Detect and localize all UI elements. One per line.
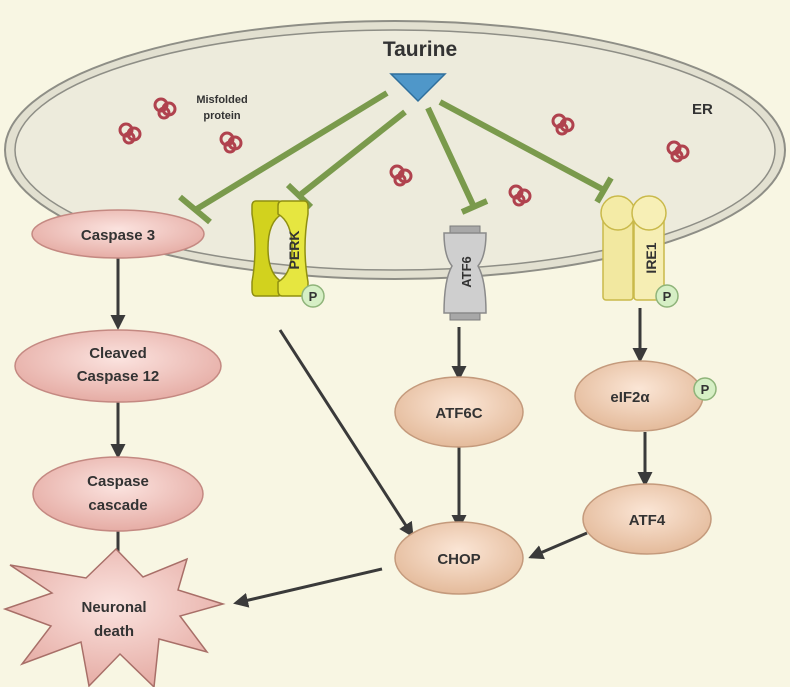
taurine-label: Taurine [383, 38, 457, 61]
node-caspase-cascade [32, 456, 204, 532]
misfolded-protein-icon [118, 122, 142, 145]
arrow-atf4-to-chop [528, 531, 588, 560]
eif2a-label: eIF2α [610, 389, 650, 406]
misfolded-protein-icon [389, 164, 413, 187]
taurine-triangle [389, 73, 447, 103]
activation-arrows [110, 258, 653, 608]
node-atf6c [394, 376, 524, 448]
caspase-cascade-label-line1: Caspase [87, 473, 149, 490]
misfolded-protein-label-line2: protein [203, 110, 241, 122]
misfolded-protein-icon [219, 131, 243, 154]
misfolded-protein-icon [508, 184, 532, 207]
atf4-label: ATF4 [629, 512, 666, 529]
inhibition-bar-atf6 [460, 198, 489, 215]
atf6-label: ATF6 [459, 256, 474, 288]
eif2a-phospho-label: P [701, 382, 710, 397]
ire1-receptor [600, 195, 667, 301]
eif2a-phospho-badge [693, 377, 717, 401]
inhibition-bar-ire1 [594, 176, 614, 204]
neuronal-death-label-line2: death [94, 623, 134, 640]
misfolded-proteins [118, 97, 690, 207]
node-caspase3 [31, 209, 205, 259]
atf6-receptor [443, 225, 487, 321]
inhibition-caspase3 [193, 90, 389, 213]
node-atf4 [582, 483, 712, 555]
inhibition-ire1 [438, 99, 606, 193]
ire1-label: IRE1 [643, 242, 659, 273]
inhibition-lines [178, 90, 614, 225]
node-chop [394, 521, 524, 595]
ire1-phospho-label: P [663, 289, 672, 304]
caspase3-label: Caspase 3 [81, 227, 155, 244]
cleaved-caspase12-label-line1: Cleaved [89, 345, 147, 362]
arrow-chop-to-death [233, 567, 383, 608]
misfolded-protein-icon [551, 113, 575, 136]
inhibition-atf6 [425, 106, 477, 209]
misfolded-protein-label-line1: Misfolded [196, 94, 247, 106]
perk-phospho-label: P [309, 289, 318, 304]
node-cleaved-caspase12 [14, 329, 222, 403]
misfolded-protein-icon [666, 140, 690, 163]
inhibition-perk [298, 109, 407, 198]
perk-label: PERK [286, 231, 302, 270]
ire1-phospho-badge [655, 284, 679, 308]
perk-phospho-badge [301, 284, 325, 308]
arrow-perk-to-chop [278, 329, 414, 538]
node-neuronal-death [2, 547, 226, 687]
misfolded-protein-icon [153, 97, 177, 120]
atf6c-label: ATF6C [435, 405, 482, 422]
neuronal-death-label-line1: Neuronal [81, 599, 146, 616]
cleaved-caspase12-label-line2: Caspase 12 [77, 368, 160, 385]
er-label: ER [692, 101, 713, 118]
inhibition-bar-caspase3 [178, 194, 212, 225]
chop-label: CHOP [437, 551, 480, 568]
caspase-cascade-label-line2: cascade [88, 497, 147, 514]
